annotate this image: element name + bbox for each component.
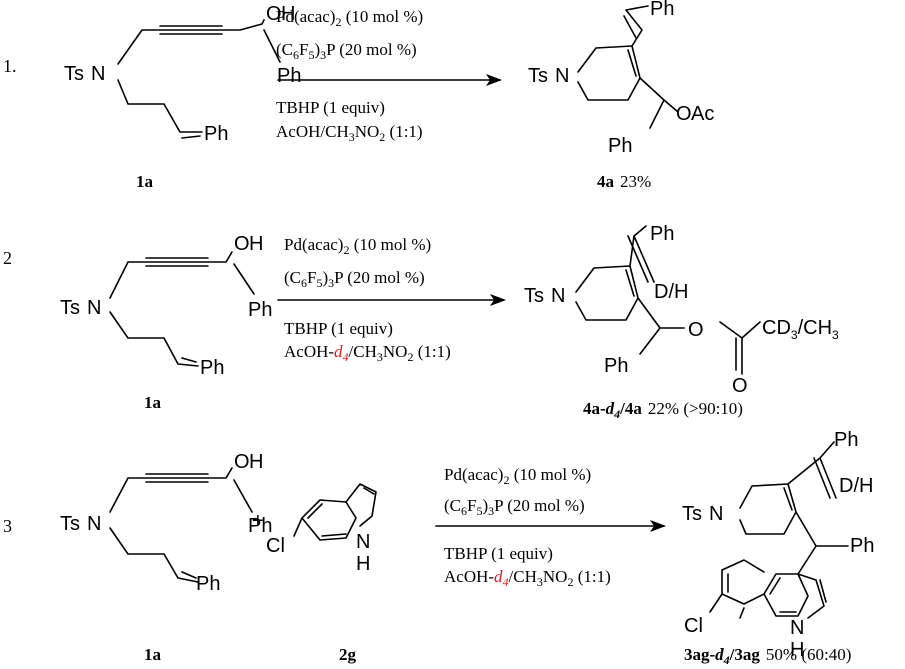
row-3: 3 Ts N O H Ph Ph 1a + Cl N H 2g Pd(acac)…: [3, 429, 874, 667]
row-2-ts-label: Ts: [60, 297, 80, 319]
row-2-catalyst: Pd(acac)2 (10 mol %): [284, 235, 431, 257]
row-1-h-label: H: [281, 3, 295, 25]
row-2-reactant-label: 1a: [144, 393, 162, 412]
row-1-product-n-label: N: [555, 65, 569, 87]
row-3-n-label: N: [87, 513, 101, 535]
row-1-solvent: AcOH/CH3NO2 (1:1): [276, 122, 423, 144]
row-2-reactant-1a: Ts N O H Ph Ph: [60, 233, 272, 379]
row-1-product-ac-label: Ac: [691, 103, 714, 125]
row-3-reactant-label: 1a: [144, 645, 162, 664]
row-2-product-ph-label: Ph: [650, 223, 674, 245]
row-1: 1. Ts N O H Ph Ph 1a Pd(acac)2 (10 mol %…: [3, 0, 714, 191]
row-1-oxidant: TBHP (1 equiv): [276, 98, 385, 117]
row-1-product-ph-label: Ph: [650, 0, 674, 20]
row-3-plus-sign: +: [252, 510, 264, 532]
row-1-product-o-label: O: [676, 103, 692, 125]
row-3-product-n-label: N: [709, 503, 723, 525]
row-3-catalyst: Pd(acac)2 (10 mol %): [444, 465, 591, 487]
row-2-ph2-label: Ph: [200, 357, 224, 379]
row-3-solvent: AcOH-d4/CH3NO2 (1:1): [444, 567, 611, 589]
row-2-ph-label: Ph: [248, 299, 272, 321]
row-1-reactant-label: 1a: [136, 172, 154, 191]
row-1-ph2-label: Ph: [204, 123, 228, 145]
row-3-product-ts-label: Ts: [682, 503, 702, 525]
row-2-o-label: O: [234, 233, 250, 255]
row-3-product-ph2-label: Ph: [850, 535, 874, 557]
row-1-reactant-1a: Ts N O H Ph Ph: [64, 3, 301, 145]
row-3-h-label: H: [249, 451, 263, 473]
row-1-conditions: Pd(acac)2 (10 mol %) (C6F5)3P (20 mol %)…: [276, 7, 423, 144]
row-1-product-ph2-label: Ph: [608, 135, 632, 157]
row-1-catalyst: Pd(acac)2 (10 mol %): [276, 7, 423, 29]
row-2-conditions: Pd(acac)2 (10 mol %) (C6F5)3P (20 mol %)…: [284, 235, 451, 364]
row-3-ts-label: Ts: [60, 513, 80, 535]
row-3-reactant2-label: 2g: [339, 645, 357, 664]
row-2-solvent: AcOH-d4/CH3NO2 (1:1): [284, 342, 451, 364]
row-3-o-label: O: [234, 451, 250, 473]
row-1-number: 1.: [3, 56, 17, 76]
row-2-product-ts-label: Ts: [524, 285, 544, 307]
row-3-product-cl-label: Cl: [684, 615, 703, 637]
row-3-oxidant: TBHP (1 equiv): [444, 544, 553, 563]
row-3-reactant-2g: Cl N H: [266, 483, 377, 575]
row-2-oxidant: TBHP (1 equiv): [284, 319, 393, 338]
row-3-product-ph-label: Ph: [834, 429, 858, 451]
row-3-ligand: (C6F5)3P (20 mol %): [444, 496, 585, 518]
row-3-indole-h-label: H: [356, 553, 370, 575]
row-3-conditions: Pd(acac)2 (10 mol %) (C6F5)3P (20 mol %)…: [444, 465, 611, 589]
row-3-cl-label: Cl: [266, 535, 285, 557]
row-2: 2 Ts N O H Ph Ph 1a Pd(acac)2 (10 mol %)…: [3, 223, 839, 421]
row-3-indole-n-label: N: [356, 531, 370, 553]
row-1-product-4a: Ts N Ph O Ac Ph: [528, 0, 714, 157]
row-3-product-indole-h-label: H: [790, 639, 804, 661]
row-2-product-o2-label: O: [732, 375, 748, 397]
row-2-n-label: N: [87, 297, 101, 319]
row-2-ligand: (C6F5)3P (20 mol %): [284, 268, 425, 290]
row-1-ligand: (C6F5)3P (20 mol %): [276, 40, 417, 62]
row-2-product: Ts N Ph D/H O O CD3/CH3 Ph: [524, 223, 839, 397]
row-2-product-o-label: O: [688, 319, 704, 341]
row-1-ts-label: Ts: [64, 63, 84, 85]
row-2-h-label: H: [249, 233, 263, 255]
row-1-ph-label: Ph: [277, 65, 301, 87]
row-3-number: 3: [3, 516, 12, 536]
row-2-product-n-label: N: [551, 285, 565, 307]
row-2-number: 2: [3, 248, 12, 268]
row-3-ph2-label: Ph: [196, 573, 220, 595]
row-1-product-ts-label: Ts: [528, 65, 548, 87]
row-3-product-indole-n-label: N: [790, 617, 804, 639]
row-3-reactant-1a: Ts N O H Ph Ph: [60, 451, 272, 595]
row-3-product: Ts N Ph D/H Ph Cl N H: [682, 429, 874, 661]
row-3-product-dh-label: D/H: [839, 475, 873, 497]
row-2-product-cd3-label: CD3/CH3: [762, 317, 839, 342]
row-2-product-dh-label: D/H: [654, 281, 688, 303]
row-1-n-label: N: [91, 63, 105, 85]
row-2-product-ph2-label: Ph: [604, 355, 628, 377]
row-3-ph-label: Ph: [248, 515, 272, 537]
row-1-o-label: O: [266, 3, 282, 25]
